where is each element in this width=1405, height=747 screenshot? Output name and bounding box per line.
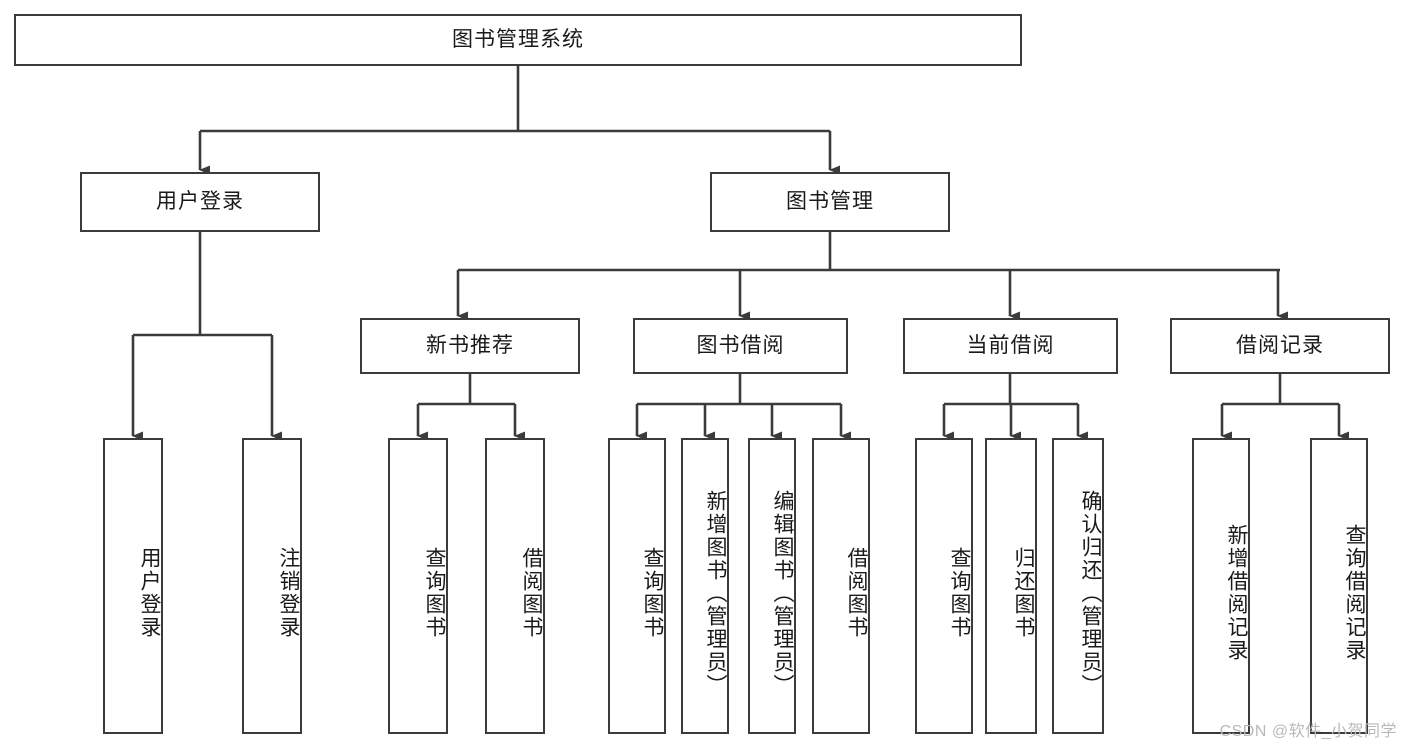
node-label: 查询图书 xyxy=(948,547,971,639)
node-borrow-record[interactable]: 借阅记录 xyxy=(1170,318,1390,374)
node-label: 查询借阅记录 xyxy=(1343,524,1366,662)
node-label: 查询图书 xyxy=(423,547,446,639)
node-book-borrow[interactable]: 图书借阅 xyxy=(633,318,848,374)
node-new-book-recommend[interactable]: 新书推荐 xyxy=(360,318,580,374)
node-leaf-borrow-book-1[interactable]: 借阅图书 xyxy=(485,438,545,734)
node-label: 新增图书（管理员） xyxy=(704,489,727,697)
node-label: 图书管理系统 xyxy=(452,28,584,52)
node-leaf-borrow-book-2[interactable]: 借阅图书 xyxy=(812,438,870,734)
node-leaf-user-logout[interactable]: 注销登录 xyxy=(242,438,302,734)
node-label: 新书推荐 xyxy=(426,334,514,358)
node-leaf-query-book-3[interactable]: 查询图书 xyxy=(915,438,973,734)
node-label: 查询图书 xyxy=(641,547,664,639)
node-leaf-query-record[interactable]: 查询借阅记录 xyxy=(1310,438,1368,734)
watermark: CSDN @软件_小贺同学 xyxy=(1219,723,1397,740)
node-leaf-add-book[interactable]: 新增图书（管理员） xyxy=(681,438,729,734)
node-current-borrow[interactable]: 当前借阅 xyxy=(903,318,1118,374)
node-label: 用户登录 xyxy=(138,547,161,639)
node-label: 借阅图书 xyxy=(845,547,868,639)
node-root[interactable]: 图书管理系统 xyxy=(14,14,1022,66)
node-label: 注销登录 xyxy=(277,547,300,639)
node-leaf-confirm-return[interactable]: 确认归还（管理员） xyxy=(1052,438,1104,734)
node-label: 当前借阅 xyxy=(966,334,1055,358)
node-leaf-user-login[interactable]: 用户登录 xyxy=(103,438,163,734)
node-user-login[interactable]: 用户登录 xyxy=(80,172,320,232)
node-label: 图书借阅 xyxy=(696,334,785,358)
node-label: 用户登录 xyxy=(156,190,244,214)
node-label: 借阅图书 xyxy=(520,547,543,639)
node-leaf-edit-book[interactable]: 编辑图书（管理员） xyxy=(748,438,796,734)
node-leaf-query-book-2[interactable]: 查询图书 xyxy=(608,438,666,734)
node-label: 借阅记录 xyxy=(1236,334,1324,358)
node-label: 新增借阅记录 xyxy=(1225,524,1248,662)
tree-connectors xyxy=(131,66,1349,441)
node-leaf-add-record[interactable]: 新增借阅记录 xyxy=(1192,438,1250,734)
node-leaf-query-book-1[interactable]: 查询图书 xyxy=(388,438,448,734)
node-label: 编辑图书（管理员） xyxy=(771,489,794,697)
node-leaf-return-book[interactable]: 归还图书 xyxy=(985,438,1037,734)
node-label: 确认归还（管理员） xyxy=(1079,489,1102,697)
node-label: 归还图书 xyxy=(1012,547,1035,639)
node-label: 图书管理 xyxy=(786,190,874,214)
node-book-manage[interactable]: 图书管理 xyxy=(710,172,950,232)
